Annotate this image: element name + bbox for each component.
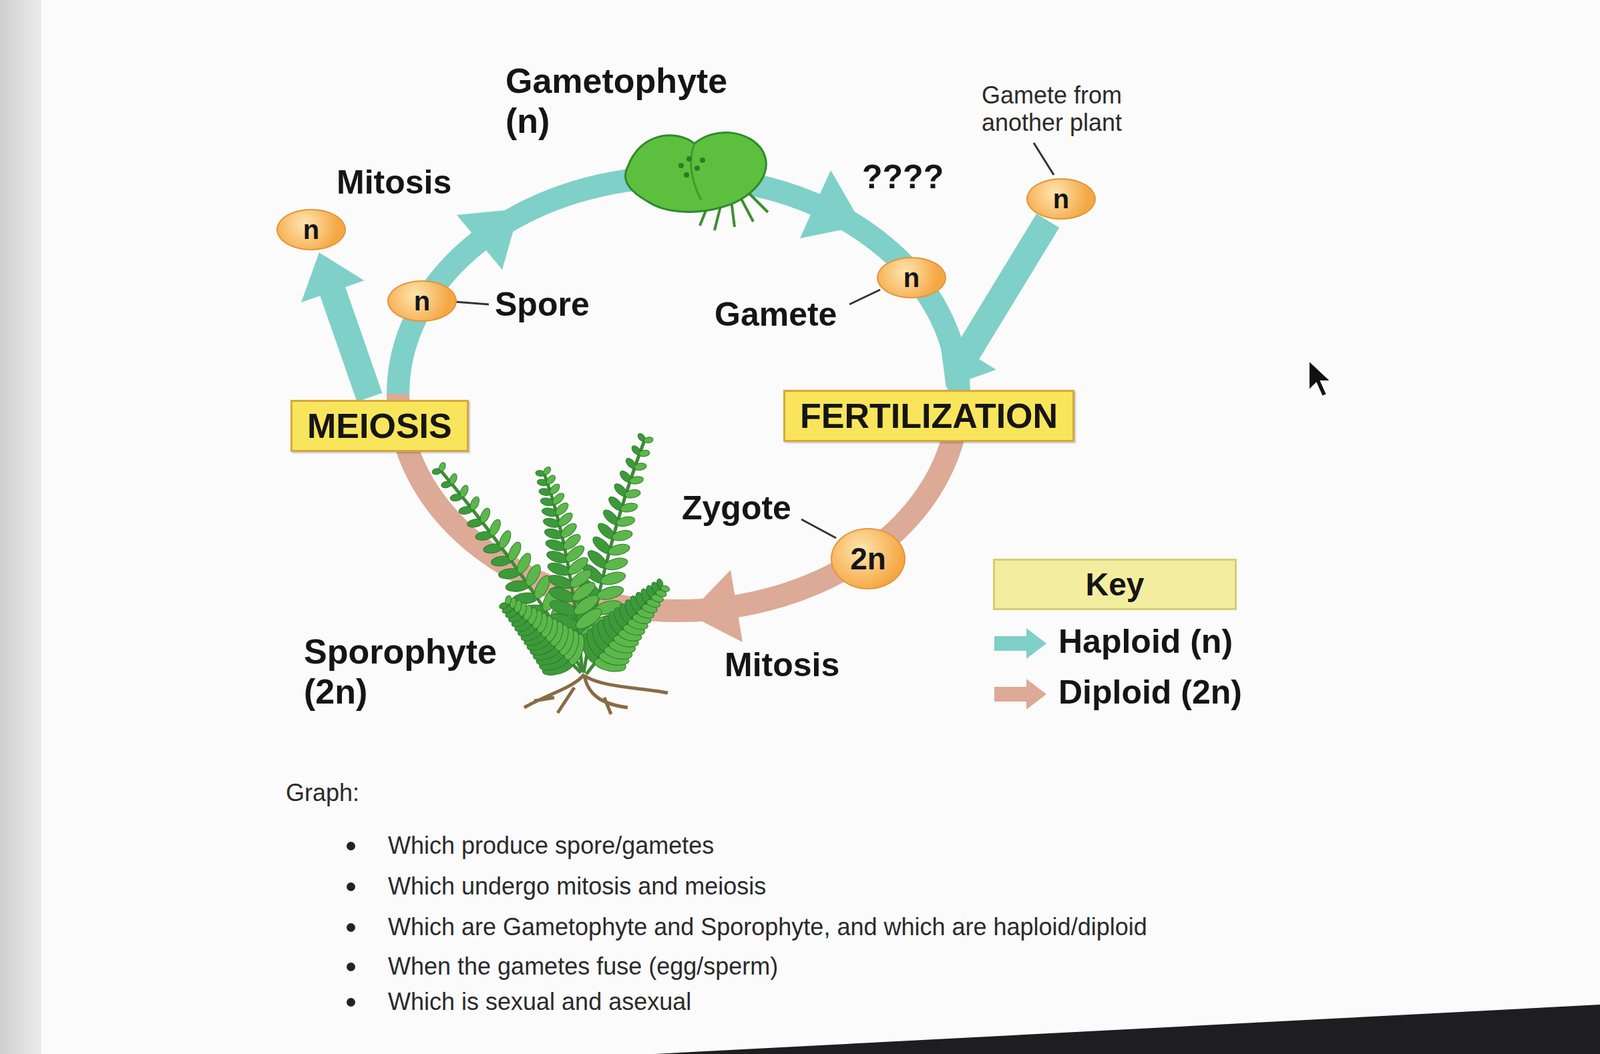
fern-leaflet [478,506,492,525]
fern-leaflet [607,542,632,557]
fern-rachis [586,587,662,675]
note-text: Graph: [285,779,360,807]
cycle-arrow [301,252,370,398]
fern-leaflet [504,594,513,606]
fern-leaflet [624,488,642,500]
legend-swatch [992,627,1048,661]
arc-arrowhead [456,209,520,270]
mouse-cursor [1308,360,1331,397]
zygote-cell: 2n [830,528,906,590]
stage-label: Gametophyte (n) [505,61,766,142]
stage-label: Sporophyte (2n) [303,632,525,713]
fern-leaflet [643,436,654,444]
stage-label: Mitosis [724,646,840,686]
legend-text: Diploid (2n) [1058,673,1243,713]
arc-arrowhead [800,170,863,239]
bullet-text: When the gametes fuse (egg/sperm) [387,952,778,981]
legend-arrow [994,628,1047,660]
stage-label: ???? [862,158,944,197]
fern-leaflet [544,474,557,487]
fern-rachis [583,440,645,674]
bullet-text: Which produce spore/gametes [387,832,714,860]
bullet-dot [346,842,356,851]
leader-line [454,301,489,305]
arrowhead [938,335,996,388]
note-text: Gamete from another plant [961,81,1142,137]
fern-leaflet [546,560,573,579]
legend-title-box: Key [992,558,1237,611]
stage-label: Spore [494,285,590,325]
stage-label: Zygote [681,489,792,529]
fern-leaflet [438,461,447,473]
legend-swatch [992,677,1048,712]
fern-leaflet [603,556,629,573]
haploid-cell: n [276,209,346,251]
node-text: MEIOSIS [307,406,453,446]
fern-leaflet [611,528,634,543]
bullet-text: Which is sexual and asexual [387,988,692,1016]
fern-roots [524,674,668,715]
node-text: n [903,263,920,294]
fern-leaflet [595,584,626,604]
node-text: n [303,215,320,246]
stage-label: Mitosis [336,163,452,203]
process-box: FERTILIZATION [783,389,1075,443]
bullet-text: Which undergo mitosis and meiosis [387,872,766,901]
fern-leaflet [541,465,552,477]
screen-edge [0,0,42,1054]
fern-leaflet [458,484,471,499]
bullet-dot [346,962,356,972]
cycle-arrow [938,221,1048,388]
leader-line [1033,142,1054,175]
node-text: Key [1085,566,1144,603]
gamete-cell: n [1026,178,1096,220]
node-text: n [414,286,431,317]
fern-leaflet [629,475,645,485]
fern-leaflet [468,495,482,512]
node-text: FERTILIZATION [800,396,1058,436]
fern-leaflet [659,584,671,593]
bullet-dot [346,882,356,892]
fern-leaflet [496,529,513,551]
fern-leaflet [619,502,639,514]
arrow-shaft [331,289,370,398]
screen-bezel [654,1005,1600,1054]
fern-leaflet [448,472,459,486]
bullet-dot [346,923,356,933]
leader-line [849,289,881,305]
leader-line [801,519,837,539]
node-text: n [1053,184,1070,215]
fern-leaflet [506,540,524,563]
fern-leaflet [638,449,650,458]
stage-label: Gamete [714,295,837,335]
legend-text: Haploid (n) [1058,623,1233,662]
arrowhead [301,252,364,303]
gamete-cell: n [876,257,947,299]
spore-cell: n [387,280,457,322]
fern-leaflet [615,515,636,529]
node-text: 2n [850,540,887,577]
bullet-dot [346,998,356,1008]
fern-leaflet [487,518,503,538]
fern-leaflet [633,462,648,472]
bullet-text: Which are Gametophyte and Sporophyte, an… [387,913,1148,941]
arrow-shaft [966,221,1048,355]
process-box: MEIOSIS [290,400,469,453]
arc-arrowhead [687,570,743,643]
gametophyte-drawing [625,132,768,231]
legend-arrow [994,679,1047,710]
fern-leaflet [599,570,628,588]
